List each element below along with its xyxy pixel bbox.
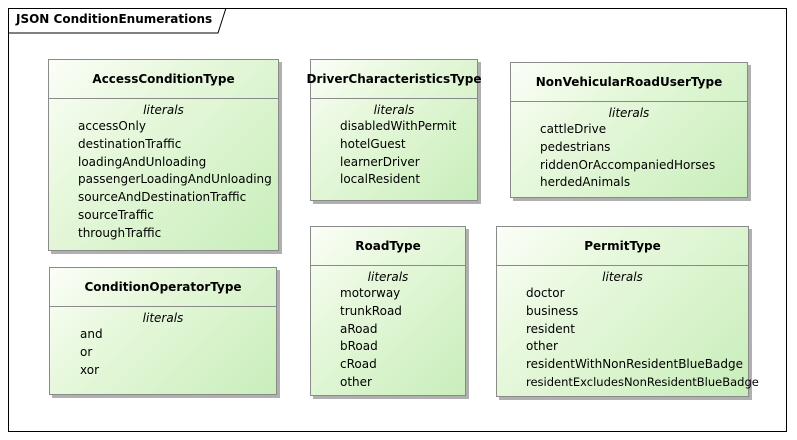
literal: other [340, 374, 372, 389]
class-condition-operator-type[interactable]: ConditionOperatorType literals and or xo… [49, 267, 277, 395]
class-name: ConditionOperatorType [50, 268, 276, 307]
literal: learnerDriver [340, 154, 420, 169]
literal: bRoad [340, 339, 378, 354]
literal: residentWithNonResidentBlueBadge [526, 357, 743, 372]
class-road-type[interactable]: RoadType literals motorway trunkRoad aRo… [310, 226, 466, 396]
literal: accessOnly [78, 119, 146, 133]
class-name: NonVehicularRoadUserType [511, 63, 747, 102]
literal: cattleDrive [540, 122, 607, 136]
literal: disabledWithPermit [340, 119, 457, 133]
literal: herdedAnimals [540, 175, 631, 190]
literal: business [526, 303, 579, 318]
stereotype-label: literals [373, 103, 415, 117]
literal: or [80, 344, 93, 359]
literal: doctor [526, 286, 565, 300]
literal: cRoad [340, 357, 377, 372]
class-name: RoadType [311, 227, 465, 266]
stereotype-label: literals [143, 103, 184, 117]
class-name: DriverCharacteristicsType [307, 60, 481, 99]
literal: motorway [340, 286, 401, 300]
stereotype-label: literals [602, 270, 643, 284]
literal: resident [526, 321, 575, 336]
literal: localResident [340, 172, 421, 187]
literal: sourceAndDestinationTraffic [78, 190, 247, 205]
literal: aRoad [340, 321, 378, 336]
literal: throughTraffic [78, 225, 162, 240]
literal: pedestrians [540, 139, 611, 154]
literal: loadingAndUnloading [78, 154, 207, 169]
class-name: AccessConditionType [49, 60, 278, 99]
literal: other [526, 339, 558, 354]
literal: passengerLoadingAndUnloading [78, 172, 272, 187]
literal: destinationTraffic [78, 136, 182, 151]
literal: xor [80, 362, 100, 377]
diagram-title-tab [8, 8, 227, 34]
class-permit-type[interactable]: PermitType literals doctor business resi… [496, 226, 759, 397]
stereotype-label: literals [608, 106, 650, 120]
class-name: PermitType [497, 227, 748, 266]
stereotype-label: literals [142, 311, 184, 325]
literal: riddenOrAccompaniedHorses [540, 157, 716, 172]
class-non-vehicular-road-user-type[interactable]: NonVehicularRoadUserType literals cattle… [510, 62, 748, 198]
literal: trunkRoad [340, 303, 402, 318]
class-access-condition-type[interactable]: AccessConditionType literals accessOnly … [48, 59, 279, 251]
literal: and [80, 327, 103, 341]
diagram-title: JSON ConditionEnumerations [16, 12, 213, 26]
literal: hotelGuest [340, 136, 406, 151]
stereotype-label: literals [367, 270, 409, 284]
literal: residentExcludesNonResidentBlueBadge [526, 374, 759, 389]
class-driver-characteristics-type[interactable]: DriverCharacteristicsType literals disab… [307, 59, 481, 201]
literal: sourceTraffic [78, 207, 154, 222]
